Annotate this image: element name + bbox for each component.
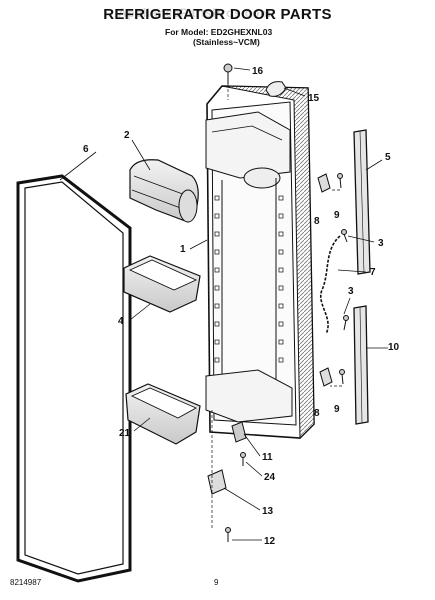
- model-line: For Model: ED2GHEXNL03: [165, 27, 273, 37]
- dairy-door: [129, 159, 199, 223]
- hinge-bracket-lower: [319, 367, 333, 387]
- trim-strip-upper: [353, 129, 371, 275]
- trim-strip-lower: [353, 305, 369, 425]
- callout-8-lower: 8: [314, 408, 320, 419]
- lower-hinge: [207, 469, 227, 495]
- callout-12: 12: [264, 536, 276, 547]
- variant-line: (Stainless~VCM): [193, 37, 260, 47]
- callout-21: 21: [119, 428, 131, 439]
- watermark: AppliancePartsPros.com: [118, 6, 272, 20]
- document-number: 8214987: [10, 578, 42, 587]
- door-bin-lower: [125, 383, 201, 445]
- hinge-pin: [231, 421, 247, 443]
- callout-13: 13: [262, 506, 274, 517]
- callout-9-upper: 9: [334, 210, 340, 221]
- callout-1: 1: [180, 244, 186, 255]
- callout-24: 24: [264, 472, 276, 483]
- callout-15: 15: [308, 93, 320, 104]
- page-title: REFRIGERATOR DOOR PARTS: [103, 6, 332, 23]
- callout-4: 4: [118, 316, 124, 327]
- callout-9-lower: 9: [334, 404, 340, 415]
- callout-3-upper: 3: [378, 238, 384, 249]
- callout-10: 10: [388, 342, 400, 353]
- callout-16: 16: [252, 66, 264, 77]
- door-spring: [319, 235, 341, 335]
- callout-2: 2: [124, 130, 130, 141]
- callout-11: 11: [262, 452, 273, 463]
- callout-8-upper: 8: [314, 216, 320, 227]
- door-bin-upper: [123, 255, 201, 313]
- callout-5: 5: [385, 152, 391, 163]
- screw-set: [223, 63, 349, 542]
- assembly-lines: [211, 84, 342, 530]
- door-gasket: [16, 174, 132, 583]
- door-cap: [265, 81, 287, 97]
- page-number: 9: [214, 578, 219, 587]
- callout-7: 7: [370, 267, 376, 278]
- leader-lines: [59, 67, 388, 541]
- door-liner: [205, 85, 315, 440]
- callout-3-lower: 3: [348, 286, 354, 297]
- hinge-bracket-upper: [317, 173, 331, 193]
- callout-6: 6: [83, 144, 89, 155]
